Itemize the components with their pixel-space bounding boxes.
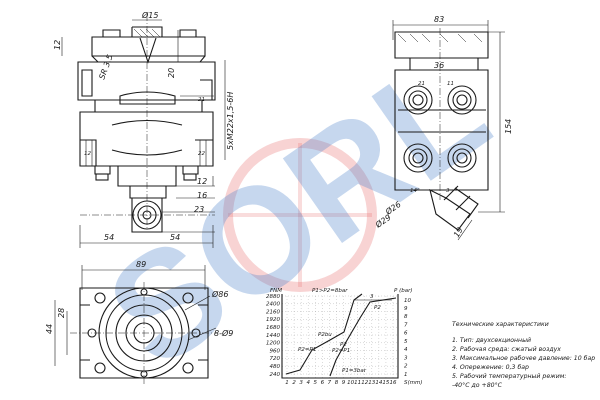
dim-54b: 54 bbox=[170, 233, 180, 242]
y-tick-label: 1680 bbox=[266, 325, 280, 331]
dim-w83: 83 bbox=[434, 15, 444, 24]
dim-sr35: SR 3.5 bbox=[97, 53, 114, 80]
x-tick-label: 4 bbox=[306, 380, 310, 386]
graph-x-unit: S(mm) bbox=[404, 380, 423, 386]
right-tick-label: 6 bbox=[404, 331, 408, 337]
dim-h12: 12 bbox=[53, 40, 62, 50]
graph-grid bbox=[282, 295, 398, 378]
dim-angle: 14° bbox=[410, 188, 420, 194]
port-12: 12 bbox=[84, 151, 91, 157]
label-21: 21 bbox=[418, 81, 425, 87]
curve-secondary bbox=[329, 297, 397, 377]
front-view: Ø15 12 SR 3.5 20 21 12 22 5xM22x1,5-6H 1… bbox=[53, 10, 235, 248]
curve-label-1: P2 bbox=[374, 305, 381, 311]
y-tick-label: 2160 bbox=[266, 309, 280, 315]
right-tick-label: 10 bbox=[404, 298, 411, 304]
bottom-view: 89 44 28 Ø86 8-Ø9 bbox=[45, 260, 233, 384]
spec-item: -40°С до +80°С bbox=[452, 381, 503, 389]
spec-title: Технические характеристики bbox=[452, 321, 549, 328]
specifications: Технические характеристики 1. Тип: двухс… bbox=[452, 321, 595, 389]
dim-holes: 8-Ø9 bbox=[214, 328, 233, 338]
right-tick-label: 5 bbox=[404, 339, 408, 345]
label-11: 11 bbox=[447, 81, 454, 87]
dim-h44: 44 bbox=[45, 324, 54, 334]
right-tick-label: 9 bbox=[404, 306, 408, 312]
x-tick-label: 8 bbox=[335, 380, 339, 386]
x-tick-label: 11 bbox=[354, 380, 361, 386]
right-tick-label: 8 bbox=[404, 314, 408, 320]
dim-d16: 16 bbox=[197, 191, 207, 200]
x-tick-label: 5 bbox=[314, 380, 318, 386]
dim-d19: 19 bbox=[452, 226, 465, 239]
dim-d36: 36 bbox=[434, 61, 444, 70]
curve-label-3: P2bu bbox=[318, 332, 332, 338]
x-tick-label: 6 bbox=[321, 380, 325, 386]
curve-label-6: P2=P1 bbox=[332, 348, 350, 354]
spec-item: 1. Тип: двухсекционный bbox=[452, 337, 531, 344]
y-tick-label: 1200 bbox=[266, 341, 280, 347]
x-tick-label: 15 bbox=[382, 380, 389, 386]
y-tick-label: 2400 bbox=[266, 302, 280, 308]
y-tick-label: 1920 bbox=[266, 317, 280, 323]
dim-d86: Ø86 bbox=[211, 289, 228, 299]
x-tick-label: 1 bbox=[285, 380, 289, 386]
dim-d12b: 12 bbox=[197, 177, 207, 186]
graph-x-title: P1>P2=8bar bbox=[312, 288, 348, 294]
y-tick-label: 960 bbox=[270, 348, 281, 354]
graph-right-ticks: 10 9 8 7 6 5 4 3 2 1 bbox=[404, 298, 411, 378]
port-21: 21 bbox=[198, 97, 205, 103]
watermark-ring-icon bbox=[223, 138, 377, 292]
x-tick-label: 16 bbox=[390, 380, 397, 386]
x-tick-label: 7 bbox=[328, 380, 332, 386]
side-view: 83 36 21 11 154 Ø26 Ø29 14° 3 19 bbox=[373, 15, 513, 241]
right-tick-label: 1 bbox=[404, 372, 408, 378]
curve-label-4: P2 bbox=[340, 342, 347, 348]
x-tick-label: 13 bbox=[368, 380, 375, 386]
label-3: 3 bbox=[446, 188, 450, 194]
y-tick-label: 240 bbox=[270, 372, 281, 378]
dim-54a: 54 bbox=[104, 233, 114, 242]
curve-label-7: P1=3bar bbox=[342, 368, 367, 374]
dim-d23: 23 bbox=[194, 205, 204, 214]
x-tick-label: 10 bbox=[347, 380, 354, 386]
curve-label-5: P2=P1 bbox=[298, 347, 316, 353]
spec-item: 2. Рабочая среда: сжатый воздух bbox=[452, 345, 561, 353]
curve-label-2: 3 bbox=[370, 294, 374, 300]
x-tick-label: 2 bbox=[292, 380, 296, 386]
spec-item: 3. Максимальное рабочее давление: 10 бар bbox=[452, 354, 595, 362]
x-tick-label: 9 bbox=[342, 380, 346, 386]
graph-right-title: P (bar) bbox=[394, 288, 412, 294]
x-tick-label: 12 bbox=[361, 380, 368, 386]
y-tick-label: 720 bbox=[270, 356, 281, 362]
dim-w89: 89 bbox=[136, 260, 146, 269]
x-tick-label: 14 bbox=[375, 380, 382, 386]
spec-item: 5. Рабочий температурный режим: bbox=[452, 372, 567, 380]
y-tick-label: 2880 bbox=[266, 294, 280, 300]
dim-h28: 28 bbox=[57, 308, 66, 318]
y-tick-label: 480 bbox=[270, 364, 281, 370]
x-tick-label: 3 bbox=[299, 380, 303, 386]
y-tick-label: 1440 bbox=[266, 333, 280, 339]
right-tick-label: 3 bbox=[404, 355, 408, 361]
dim-h154: 154 bbox=[504, 119, 513, 134]
spec-item: 4. Опережение: 0,3 бар bbox=[452, 363, 529, 371]
right-tick-label: 2 bbox=[404, 364, 408, 370]
right-tick-label: 7 bbox=[404, 322, 408, 328]
port-22: 22 bbox=[198, 151, 205, 157]
dim-d15: Ø15 bbox=[141, 10, 158, 20]
dim-thread: 5xM22x1,5-6H bbox=[226, 92, 235, 150]
right-tick-label: 4 bbox=[404, 347, 408, 353]
dim-h20: 20 bbox=[167, 68, 176, 78]
graph-y-title: FNM bbox=[270, 288, 282, 294]
